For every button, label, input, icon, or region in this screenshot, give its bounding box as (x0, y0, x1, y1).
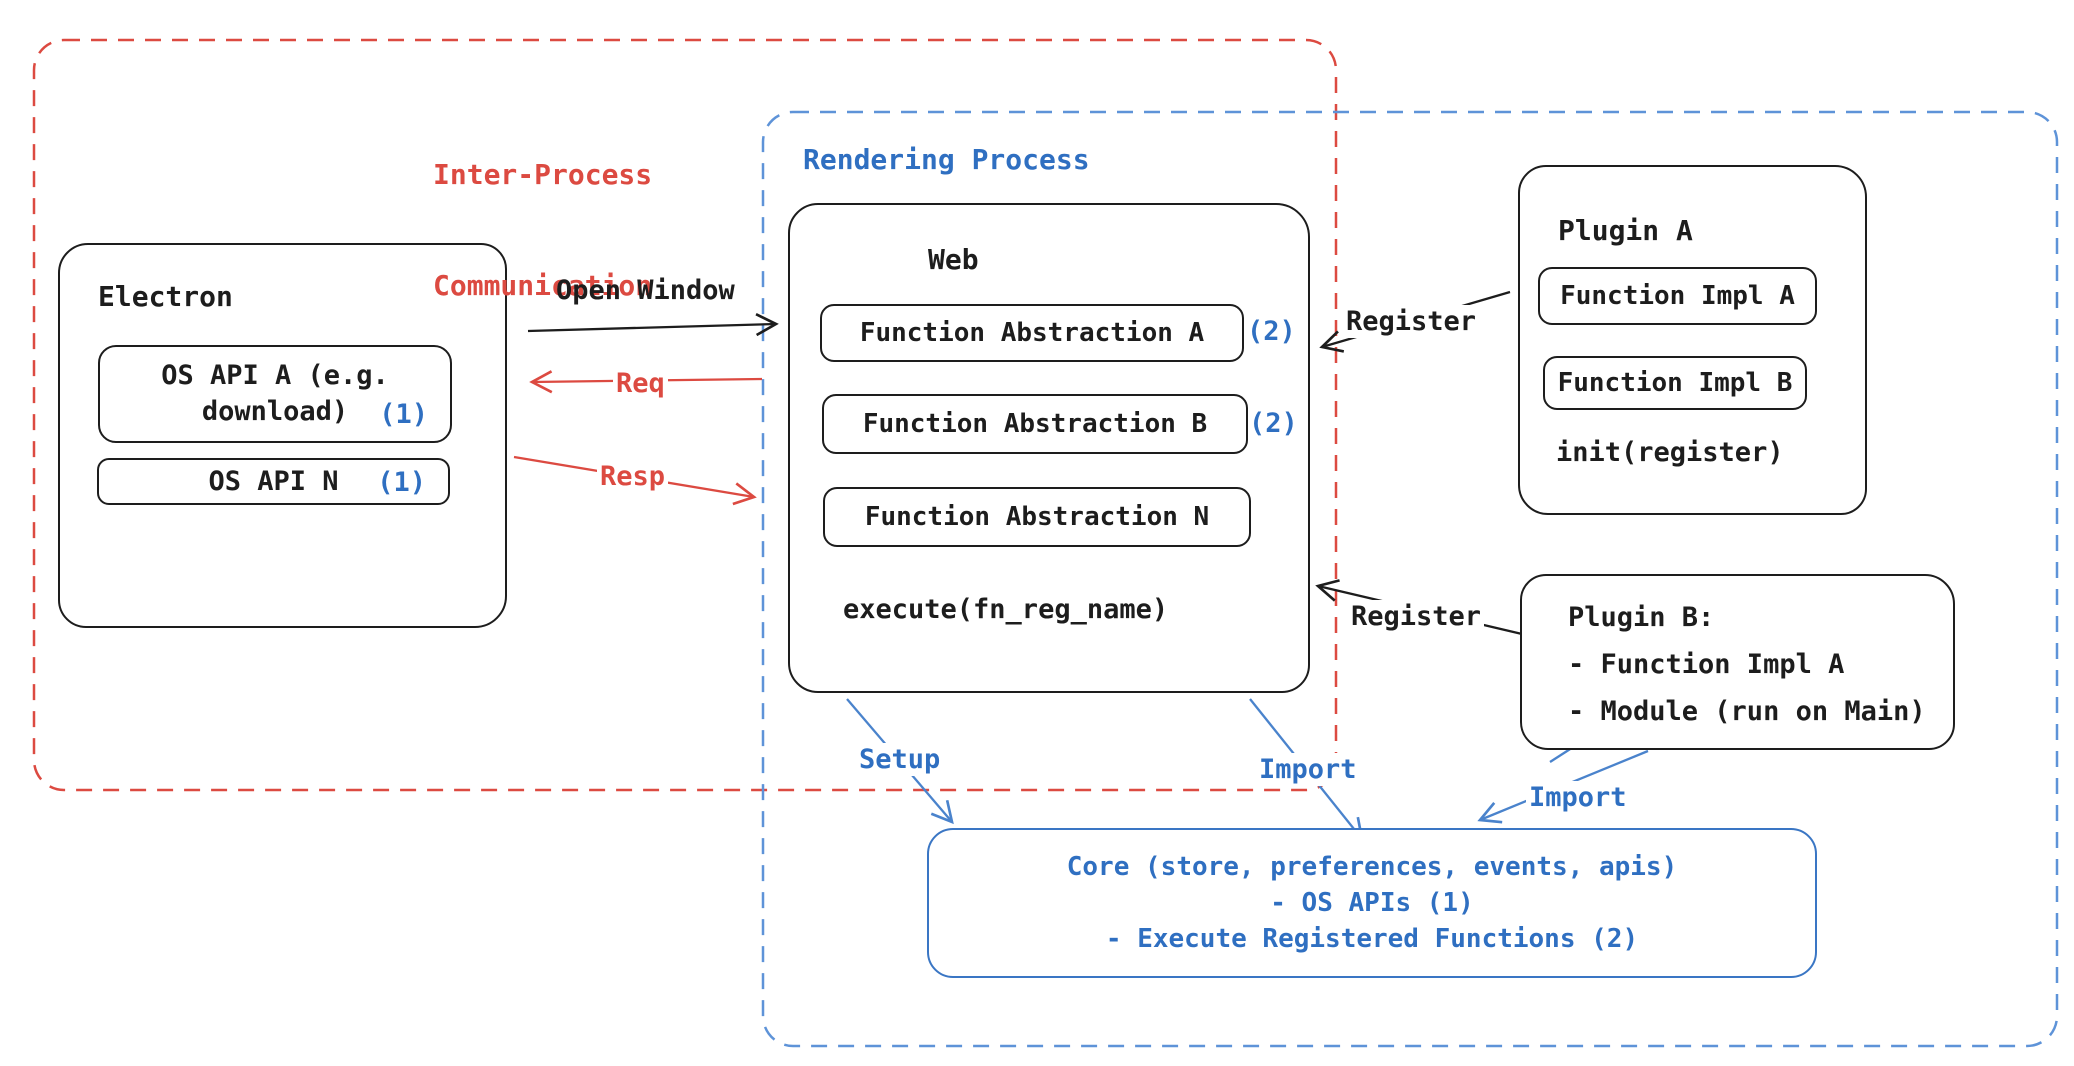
os-api-a-line2: download) (201, 396, 349, 427)
ipc-title-line1: Inter-Process (433, 158, 653, 191)
function-abstraction-b-badge: (2) (1249, 408, 1298, 439)
core-line1: Core (store, preferences, events, apis) (1066, 852, 1678, 882)
plugin-b-item-module: - Module (run on Main) (1568, 696, 1926, 727)
resp-label: Resp (597, 460, 669, 493)
core-line2: - OS APIs (1) (1270, 888, 1474, 918)
core-box: Core (store, preferences, events, apis) … (927, 828, 1817, 978)
function-abstraction-n-box: Function Abstraction N (823, 487, 1251, 547)
ipc-title-line2: Communication (433, 269, 653, 302)
os-api-n-box: OS API N (1) (97, 458, 450, 505)
open-window-label: Open Window (556, 275, 735, 306)
setup-label: Setup (856, 743, 944, 776)
electron-title: Electron (98, 280, 233, 313)
function-impl-a-box: Function Impl A (1538, 267, 1817, 325)
import-mid-label: Import (1256, 753, 1360, 786)
import-right-label: Import (1526, 781, 1630, 814)
plugin-b-box: Plugin B: - Function Impl A - Module (ru… (1520, 574, 1955, 750)
init-register-label: init(register) (1556, 437, 1784, 468)
plugin-b-item-function-impl-a: - Function Impl A (1568, 649, 1845, 680)
plugin-a-box (1518, 165, 1867, 515)
execute-label: execute(fn_reg_name) (843, 594, 1169, 625)
register-top-label: Register (1343, 305, 1480, 338)
web-title: Web (928, 243, 979, 276)
ipc-region-title: Inter-Process Communication (430, 82, 655, 378)
function-abstraction-a-box: Function Abstraction A (820, 304, 1244, 362)
os-api-a-badge: (1) (379, 399, 428, 430)
os-api-n-label: OS API N (208, 466, 339, 497)
function-impl-b-box: Function Impl B (1543, 356, 1807, 410)
os-api-n-badge: (1) (377, 467, 426, 498)
ipc-boundary (32, 38, 1338, 792)
core-line3: - Execute Registered Functions (2) (1105, 924, 1639, 954)
function-abstraction-b-box: Function Abstraction B (822, 394, 1248, 454)
function-abstraction-a-badge: (2) (1247, 316, 1296, 347)
req-label: Req (613, 367, 668, 400)
plugin-b-title: Plugin B: (1568, 602, 1715, 633)
os-api-a-box: OS API A (e.g. download) (1) (98, 345, 452, 443)
rendering-process-title: Rendering Process (803, 143, 1090, 176)
rendering-process-boundary (761, 110, 2059, 1048)
open-window-arrow (527, 312, 779, 337)
plugin-a-title: Plugin A (1558, 214, 1693, 247)
os-api-a-line1: OS API A (e.g. (161, 360, 389, 391)
register-bottom-label: Register (1348, 600, 1485, 633)
